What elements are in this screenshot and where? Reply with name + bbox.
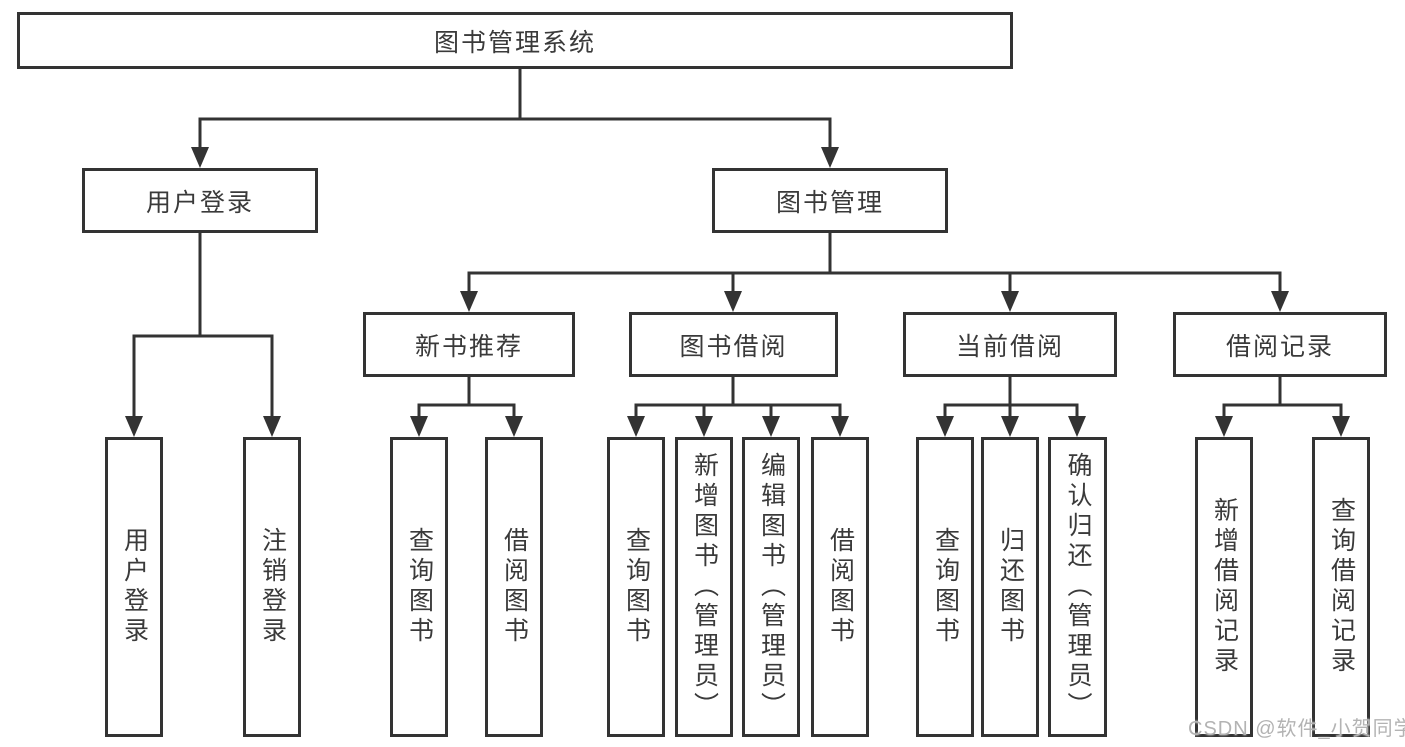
node-recommend-borrow-books: 借阅图书 (485, 437, 543, 737)
node-label: 借阅图书 (500, 527, 529, 647)
node-current-borrowing: 当前借阅 (903, 312, 1117, 377)
node-label: 用户登录 (120, 527, 149, 647)
node-current-confirm-return-admin: 确认归还（管理员） (1048, 437, 1107, 737)
node-recommend-query-books: 查询图书 (390, 437, 448, 737)
connector-user-login-children (125, 233, 281, 437)
node-label: 查询借阅记录 (1327, 497, 1356, 677)
node-records-query-record: 查询借阅记录 (1312, 437, 1370, 737)
node-label: 新增借阅记录 (1210, 497, 1239, 677)
node-label: 查询图书 (405, 527, 434, 647)
csdn-watermark: CSDN @软件_小贺同学 (1188, 718, 1405, 740)
node-borrowing-query-books: 查询图书 (607, 437, 665, 737)
node-current-return-books: 归还图书 (981, 437, 1039, 737)
node-label: 归还图书 (996, 527, 1025, 647)
node-book-management-group: 图书管理 (712, 168, 948, 233)
node-user-login-action: 用户登录 (105, 437, 163, 737)
node-label: 新增图书（管理员） (690, 452, 719, 722)
node-current-query-books: 查询图书 (916, 437, 974, 737)
node-label: 确认归还（管理员） (1064, 452, 1092, 722)
connector-book-management-children (460, 233, 1289, 312)
node-book-borrowing: 图书借阅 (629, 312, 838, 377)
node-records-add-record: 新增借阅记录 (1195, 437, 1253, 737)
node-logout-action: 注销登录 (243, 437, 301, 737)
node-label: 编辑图书（管理员） (757, 452, 786, 722)
connector-root-to-level2 (191, 69, 839, 168)
connector-new-book-recommend-children (410, 377, 523, 437)
node-borrowing-add-books-admin: 新增图书（管理员） (675, 437, 733, 737)
node-borrowing-edit-books-admin: 编辑图书（管理员） (742, 437, 800, 737)
node-label: 查询图书 (622, 527, 651, 647)
connector-current-borrowing-children (936, 377, 1086, 437)
node-new-book-recommend: 新书推荐 (363, 312, 575, 377)
node-label: 借阅图书 (826, 527, 855, 647)
node-library-management-system: 图书管理系统 (17, 12, 1013, 69)
connector-book-borrowing-children (627, 377, 849, 437)
connector-borrowing-records-children (1215, 377, 1350, 437)
node-borrowing-borrow-books: 借阅图书 (811, 437, 869, 737)
node-label: 查询图书 (931, 527, 960, 647)
node-borrowing-records: 借阅记录 (1173, 312, 1387, 377)
node-label: 注销登录 (258, 527, 287, 647)
node-user-login-group: 用户登录 (82, 168, 318, 233)
